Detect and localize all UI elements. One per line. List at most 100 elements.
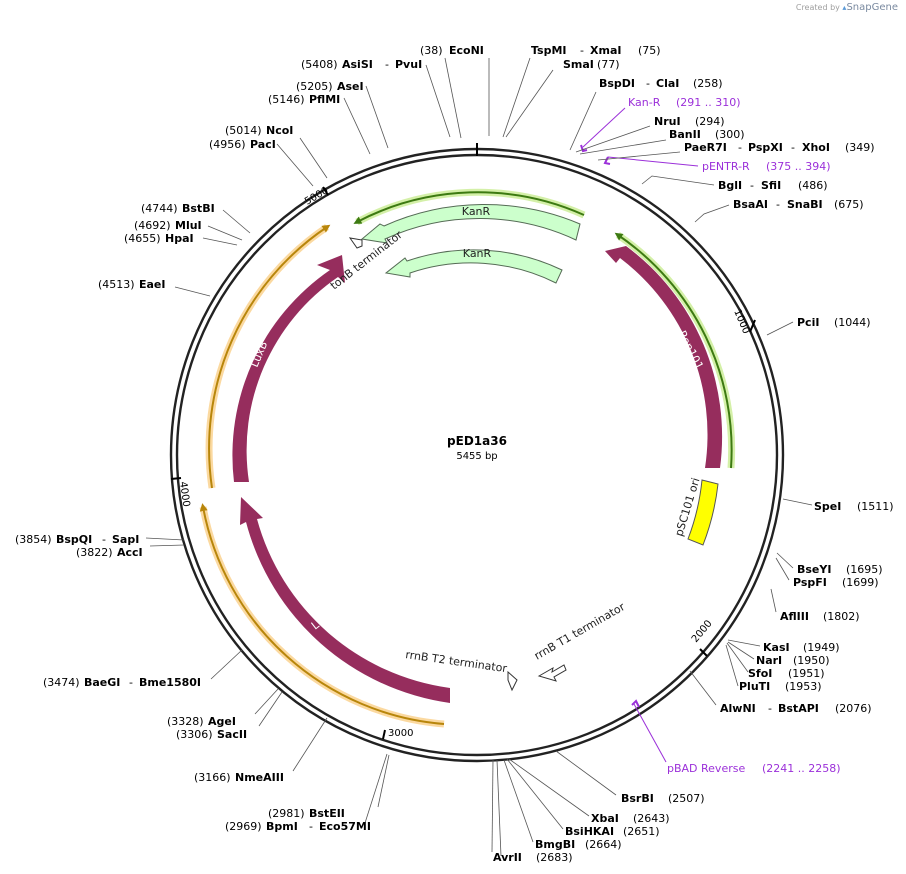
site-sfoi-name: SfoI: [748, 667, 772, 680]
pbad-reverse-primer-mark[interactable]: [631, 699, 640, 708]
site-asei-name: AseI: [337, 80, 364, 93]
site-nari-pos: (1950): [793, 654, 830, 667]
rrnb-t1-terminator-icon[interactable]: [537, 664, 567, 682]
site-leader-line: [210, 649, 243, 680]
site-bmgbi-name: BmgBI: [535, 838, 575, 851]
primer-kan-r-name: Kan-R: [628, 96, 661, 109]
site-acci-pos: (3822): [76, 546, 113, 559]
site-leader-line: [444, 57, 462, 139]
site-leader-line: [725, 644, 739, 687]
site-leader-line: [597, 151, 681, 161]
rrnb-t2-terminator-icon[interactable]: [507, 670, 518, 692]
site-smai-name: SmaI: [563, 58, 594, 71]
site-eaei-pos: (4513): [98, 278, 135, 291]
orf-rep-arc: [614, 232, 733, 469]
luxb-feature[interactable]: [232, 255, 345, 482]
site-tspmi-pos: (75): [638, 44, 661, 57]
site-bspqi-name: BspQI: [56, 533, 92, 546]
plasmid-name: pED1a36: [447, 434, 507, 448]
pbad-reverse-leader: [633, 703, 667, 763]
site-pspxi-name: PspXI: [748, 141, 783, 154]
site-baegi-pos: (3474): [43, 676, 80, 689]
site-paer7i-pos: (349): [845, 141, 875, 154]
site-leader-line: [364, 753, 388, 824]
tick-4000-mark: [170, 477, 182, 480]
site-nrui-pos: (294): [695, 115, 725, 128]
site-paer7i-name: PaeR7I: [684, 141, 727, 154]
psc101-ori-feature[interactable]: [687, 479, 719, 546]
site-leader-line: [555, 750, 617, 796]
site-kasi-name: KasI: [763, 641, 790, 654]
site-smai-pos: (77): [597, 58, 620, 71]
site-sapi-name: SapI: [112, 533, 139, 546]
tonb-terminator-icon[interactable]: [348, 237, 363, 249]
tick-3000-mark: [382, 729, 386, 740]
site-alwni-name: AlwNI: [720, 702, 756, 715]
site-baegi-name: BaeGI: [84, 676, 120, 689]
site-leader-line: [276, 143, 314, 187]
site-leader-line: [292, 717, 328, 772]
kan-r-leader: [582, 107, 626, 148]
pentr-r-primer-mark[interactable]: [603, 156, 611, 165]
site-bgli-sep: -: [750, 179, 754, 192]
rrnb-t2-label: rrnB T2 terminator: [405, 648, 509, 675]
site-paer7i-sep: -: [738, 141, 742, 154]
site-pcii-pos: (1044): [834, 316, 871, 329]
tick-5000-mark: [322, 186, 329, 196]
luxa-label: LuxA: [309, 605, 339, 632]
kanr-inner-label: KanR: [463, 247, 492, 260]
site-agei-name: AgeI: [208, 715, 236, 728]
kanr-outer-label: KanR: [462, 205, 491, 218]
site-leader-line: [782, 498, 813, 506]
site-sacii-pos: (3306): [176, 728, 213, 741]
site-pluti-name: PluTI: [739, 680, 770, 693]
site-pvui-name: PvuI: [395, 58, 422, 71]
site-leader-line: [689, 670, 717, 706]
snapgene-brand-text: SnapGene: [846, 2, 898, 13]
site-paci-name: PacI: [250, 138, 276, 151]
site-xbai-pos: (2643): [633, 812, 670, 825]
site-bgli-pos: (486): [798, 179, 828, 192]
site-leader-line: [299, 137, 328, 179]
site-mlui-name: MluI: [175, 219, 202, 232]
site-ncoi-name: NcoI: [266, 124, 293, 137]
site-bspdi-sep: -: [646, 77, 650, 90]
site-sfoi-pos: (1951): [788, 667, 825, 680]
site-leader-line: [770, 588, 777, 613]
site-leader-line: [579, 139, 667, 155]
site-agei-pos: (3328): [167, 715, 204, 728]
site-leader-line: [149, 544, 185, 547]
luxa-feature[interactable]: [240, 497, 450, 703]
primer-kan-r-range: (291 .. 310): [676, 96, 741, 109]
site-xbai-name: XbaI: [591, 812, 619, 825]
kanr-outer-feature[interactable]: [360, 204, 581, 244]
site-baegi-sep: -: [129, 676, 133, 689]
site-nmeaiii-pos: (3166): [194, 771, 231, 784]
site-tspmi-name: TspMI: [531, 44, 567, 57]
plasmid-length: 5455 bp: [456, 451, 497, 462]
site-bspqi-sep: -: [102, 533, 106, 546]
site-spei-pos: (1511): [857, 500, 894, 513]
site-spei-name: SpeI: [814, 500, 841, 513]
site-leader-line: [641, 175, 715, 186]
backbone: [169, 143, 785, 763]
site-bsaai-name: BsaAI: [733, 198, 768, 211]
rep101-feature[interactable]: [605, 246, 723, 468]
site-pspxi-sep: -: [791, 141, 795, 154]
site-leader-line: [503, 759, 534, 843]
tick-4000: 4000: [177, 481, 191, 508]
site-pspfi-name: PspFI: [793, 576, 827, 589]
site-pspfi-pos: (1699): [842, 576, 879, 589]
site-xhoi-name: XhoI: [802, 141, 830, 154]
site-leaders: [145, 57, 813, 857]
kanr-inner-feature[interactable]: [384, 249, 563, 284]
kan-r-primer-mark[interactable]: [580, 144, 588, 153]
site-bsrbi-name: BsrBI: [621, 792, 654, 805]
site-bsihkai-name: BsiHKAI: [565, 825, 614, 838]
primer-pentr-r-name: pENTR-R: [702, 160, 750, 173]
site-nrui-name: NruI: [654, 115, 681, 128]
site-leader-line: [508, 758, 590, 817]
site-clai-name: ClaI: [656, 77, 679, 90]
site-snabi-name: SnaBI: [787, 198, 823, 211]
